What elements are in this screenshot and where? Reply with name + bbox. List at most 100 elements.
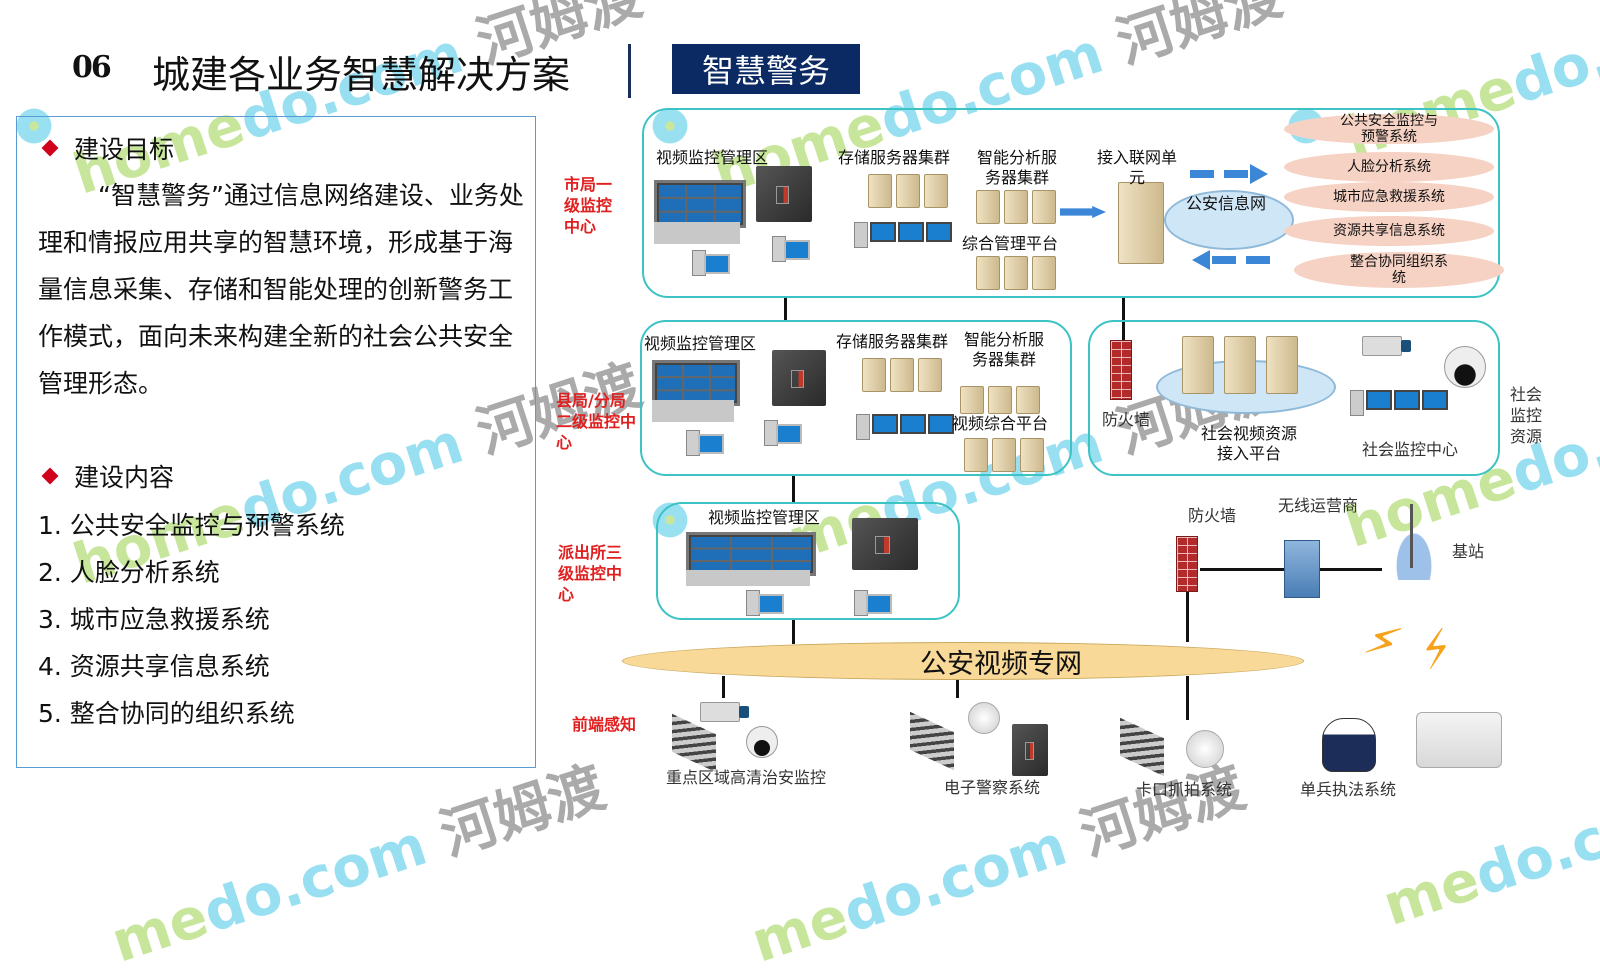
social-firewall-label: 防火墙 [1102,410,1151,429]
system-ellipse: 人脸分析系统 [1284,152,1494,182]
system-ellipse: 整合协同组织系统 [1294,252,1504,288]
social-platform-label: 社会视频资源接入平台 [1200,424,1297,463]
frontend-item-label: 电子警察系统 [944,778,1041,797]
box-camera-icon [1362,336,1411,356]
goal-text: “智慧警务”通过信息网络建设、业务处理和情报应用共享的智慧环境，形成基于海量信息… [38,172,530,407]
pole-cameras-icon [1120,717,1164,777]
level3-label: 派出所三级监控中心 [558,543,623,604]
lightning-icon: ⚡ [1411,617,1463,683]
level1-analysis-label: 智能分析服务器集群 [976,148,1057,187]
system-ellipse: 资源共享信息系统 [1284,216,1494,246]
video-wall-base [654,222,740,244]
lightning-icon: ⚡ [1357,609,1409,675]
arrow-head-icon [1250,164,1268,184]
system-label: 整合协同组织系统 [1350,254,1448,286]
dome-camera-icon [1444,346,1486,388]
video-wall-icon [686,532,816,576]
antenna-tower-icon [1410,504,1413,568]
frontend-item-label: 卡口抓拍系统 [1136,780,1233,799]
dome-camera-icon [746,726,778,758]
frontend-label: 前端感知 [572,715,637,734]
level3-video-area-label: 视频监控管理区 [708,508,821,527]
server-rack-icon [756,166,812,222]
level3-zone [656,502,960,620]
access-server-icon [1118,182,1164,264]
operator-server-icon [1284,540,1320,598]
arrow-head-icon [1192,250,1210,270]
system-label: 城市应急救援系统 [1333,189,1445,205]
firewall-icon [1110,340,1132,400]
info-panel [16,116,536,768]
firewall-icon [1176,536,1198,592]
operator-label: 无线运营商 [1278,496,1359,515]
video-network-label: 公安视频专网 [920,649,1082,680]
wireless-firewall-label: 防火墙 [1188,506,1237,525]
flash-light-icon [1186,730,1224,768]
social-zone [1088,320,1500,476]
workstation-icon [772,232,810,262]
right-arrow-icon [1060,206,1106,218]
connector-line [1200,568,1284,571]
level1-label: 市局一级监控中心 [564,175,613,236]
list-item: 1. 公共安全监控与预警系统 [38,511,345,540]
connector-line [1122,296,1125,340]
flash-light-icon [968,702,1000,734]
storage-servers-icon [868,174,948,208]
goal-heading: 建设目标 [74,135,175,164]
video-wall-base [686,570,810,586]
pole-cameras-icon [672,713,716,773]
server-rack-icon [852,518,918,570]
base-station-icon [1384,510,1444,580]
monitor-array-icon [1350,390,1448,416]
title-divider [628,44,631,98]
workstation-icon [746,586,784,616]
dashed-arrow-right [1190,170,1250,178]
analysis-servers-icon [976,190,1056,224]
watermark: medo.c [1375,806,1600,939]
level2-analysis-label: 智能分析服务器集群 [964,330,1045,369]
connector-line [784,296,787,322]
server-rack-icon [772,350,826,406]
list-item: 3. 城市应急救援系统 [38,605,270,634]
connector-line [1186,590,1189,642]
watermark: medo.com 河姆渡 [104,754,613,976]
connector-line [792,474,795,502]
list-item: 2. 人脸分析系统 [38,558,220,587]
video-wall-icon [654,180,746,228]
connector-line [1186,676,1189,720]
platform-servers-icon [976,256,1056,290]
goal-paragraph: “智慧警务”通过信息网络建设、业务处理和情报应用共享的智慧环境，形成基于海量信息… [38,181,524,398]
server-rack-icon [1012,724,1048,776]
frontend-item-label: 单兵执法系统 [1300,780,1397,799]
connector-line [792,618,795,644]
section-badge: 智慧警务 [672,44,860,94]
connector-line [1318,568,1382,571]
workstation-icon [854,586,892,616]
video-wall-base [652,400,734,422]
frontend-item-label: 重点区域高清治安监控 [666,768,827,787]
box-camera-icon [700,702,749,722]
list-item: 5. 整合协同的组织系统 [38,699,295,728]
command-vehicle-icon [1416,712,1502,768]
connector-line [956,676,959,698]
level2-zone [640,320,1072,476]
workstation-icon [692,246,730,276]
system-label: 公共安全监控与预警系统 [1340,113,1438,145]
connector-line [722,676,725,698]
platform-servers-icon [964,438,1044,472]
access-unit-label: 接入联网单元 [1096,148,1177,187]
social-resource-label: 社会监控资源 [1509,385,1542,446]
content-heading: 建设内容 [74,463,175,492]
level1-storage-label: 存储服务器集群 [838,148,951,167]
police-net-cloud-icon [1164,190,1294,250]
level2-platform-label: 视频综合平台 [952,414,1049,433]
page-title: 城建各业务智慧解决方案 [152,53,571,97]
level2-storage-label: 存储服务器集群 [836,332,949,351]
content-list: 1. 公共安全监控与预警系统 2. 人脸分析系统 3. 城市应急救援系统 4. … [38,502,345,737]
system-ellipse: 城市应急救援系统 [1284,182,1494,212]
pole-cameras-icon [910,711,954,771]
monitor-array-icon [854,222,952,248]
list-item: 4. 资源共享信息系统 [38,652,270,681]
base-station-label: 基站 [1452,542,1485,561]
storage-servers-icon [862,358,942,392]
